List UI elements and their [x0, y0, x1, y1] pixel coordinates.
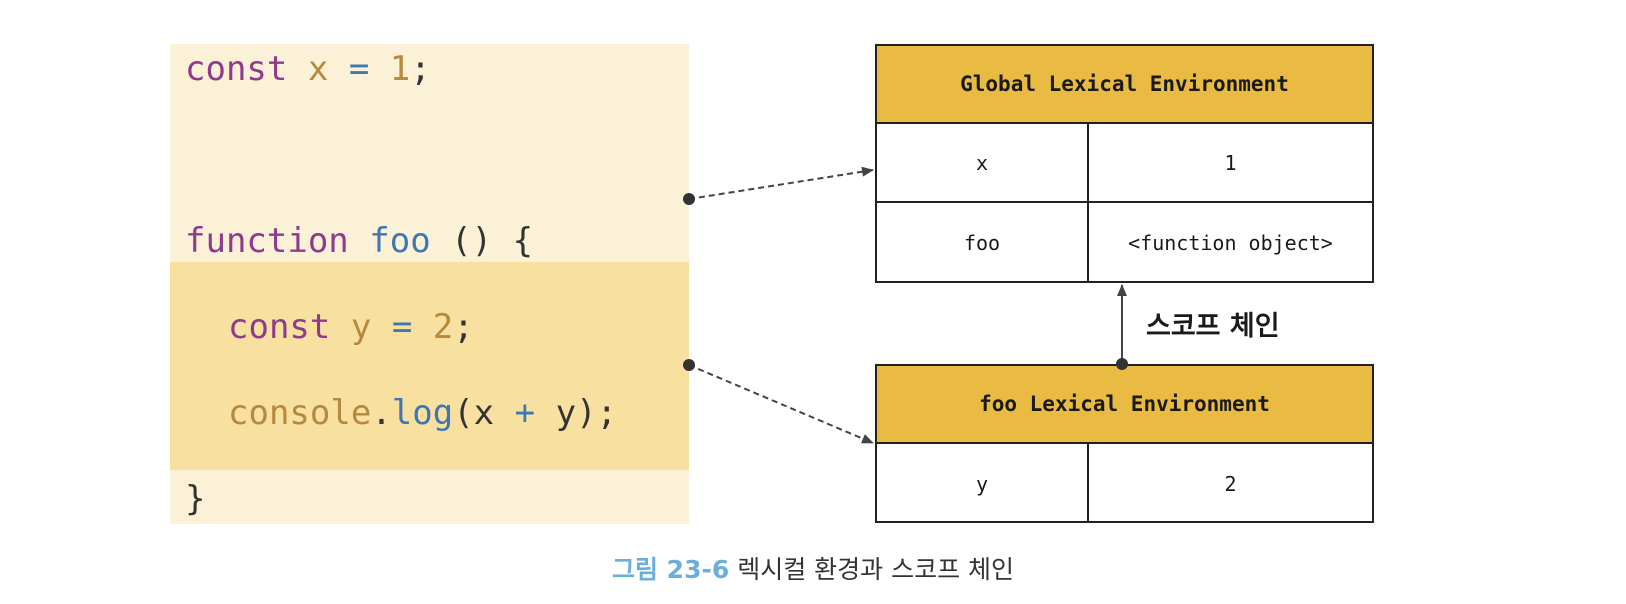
scope-chain-label: 스코프 체인	[1146, 311, 1280, 342]
code-line-const-y: const y = 2;	[228, 307, 474, 347]
figure-caption-text: 렉시컬 환경과 스코프 체인	[737, 555, 1015, 584]
foo-env-key-y: y	[877, 444, 1089, 523]
code-line-console-log: console.log(x + y);	[228, 393, 618, 433]
global-lexical-environment: Global Lexical Environment x 1 foo <func…	[875, 44, 1374, 283]
global-env-value-foo: <function object>	[1128, 230, 1333, 255]
foo-env-title: foo Lexical Environment	[877, 366, 1372, 444]
figure-caption: 그림 23-6 렉시컬 환경과 스코프 체인	[0, 550, 1626, 586]
global-env-key-x: x	[877, 124, 1089, 201]
global-env-title: Global Lexical Environment	[877, 46, 1372, 124]
table-row: foo <function object>	[877, 203, 1372, 282]
scope-chain-dot	[1116, 358, 1128, 370]
code-line-const-x: const x = 1;	[185, 49, 431, 89]
foo-env-reference-arrow	[688, 364, 874, 444]
table-row: x 1	[877, 124, 1372, 203]
figure-number: 그림 23-6	[611, 555, 730, 584]
code-line-function-foo: function foo () {	[185, 221, 534, 261]
foo-lexical-environment: foo Lexical Environment y 2	[875, 364, 1374, 523]
function-body-highlight	[170, 262, 689, 470]
foo-env-value-y: 2	[1224, 471, 1237, 496]
global-env-reference-arrow	[688, 166, 874, 200]
global-env-reference-dot	[683, 193, 695, 205]
code-line-closing-brace: }	[185, 479, 206, 519]
global-env-key-foo: foo	[877, 203, 1089, 282]
foo-env-reference-dot	[683, 359, 695, 371]
global-env-value-x: 1	[1224, 150, 1237, 175]
table-row: y 2	[877, 444, 1372, 523]
